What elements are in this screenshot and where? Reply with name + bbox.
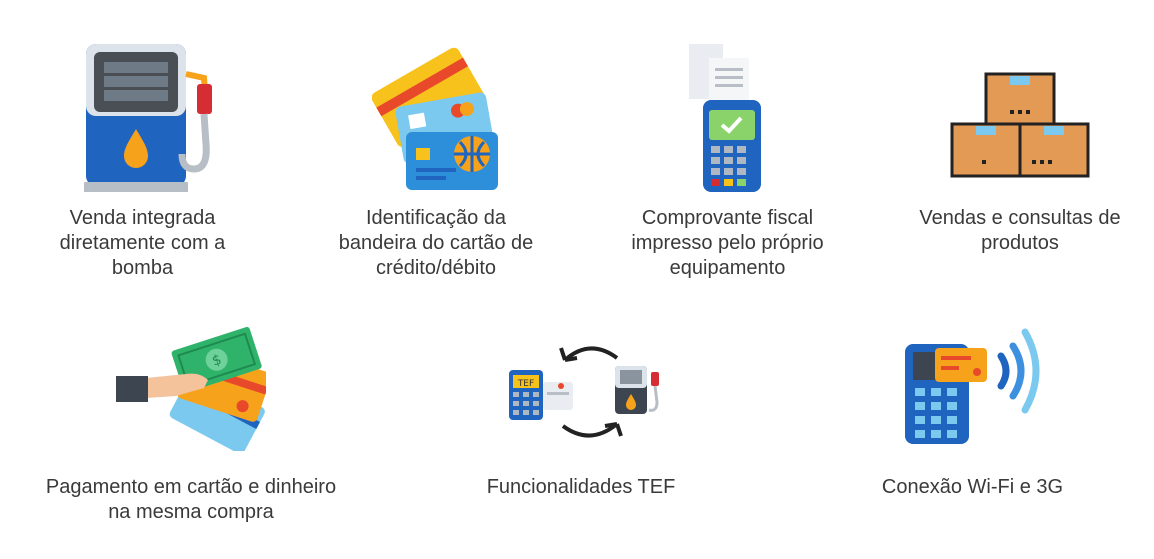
svg-text:$: $ <box>210 352 223 370</box>
credit-cards-icon <box>372 47 498 190</box>
feature-label: Comprovante fiscal impresso pelo próprio… <box>631 207 824 279</box>
fuel-pump-icon <box>84 44 212 192</box>
feature-label: Funcionalidades TEF <box>486 476 676 498</box>
receipt-terminal-icon <box>689 44 761 192</box>
hand-money-cards-icon: $ <box>116 326 266 451</box>
tef-exchange-icon: TEF <box>509 346 659 438</box>
feature-label: Vendas e consultas de produtos <box>919 207 1121 254</box>
feature-label: Pagamento em cartão e dinheiro na mesma … <box>45 476 337 523</box>
wireless-terminal-icon <box>905 328 1040 444</box>
boxes-icon <box>950 72 1090 178</box>
feature-label: Identificação da bandeira do cartão de c… <box>338 207 534 279</box>
tef-screen-text: TEF <box>517 379 534 389</box>
feature-label: Venda integrada diretamente com a bomba <box>59 207 226 279</box>
feature-label: Conexão Wi-Fi e 3G <box>881 476 1064 498</box>
